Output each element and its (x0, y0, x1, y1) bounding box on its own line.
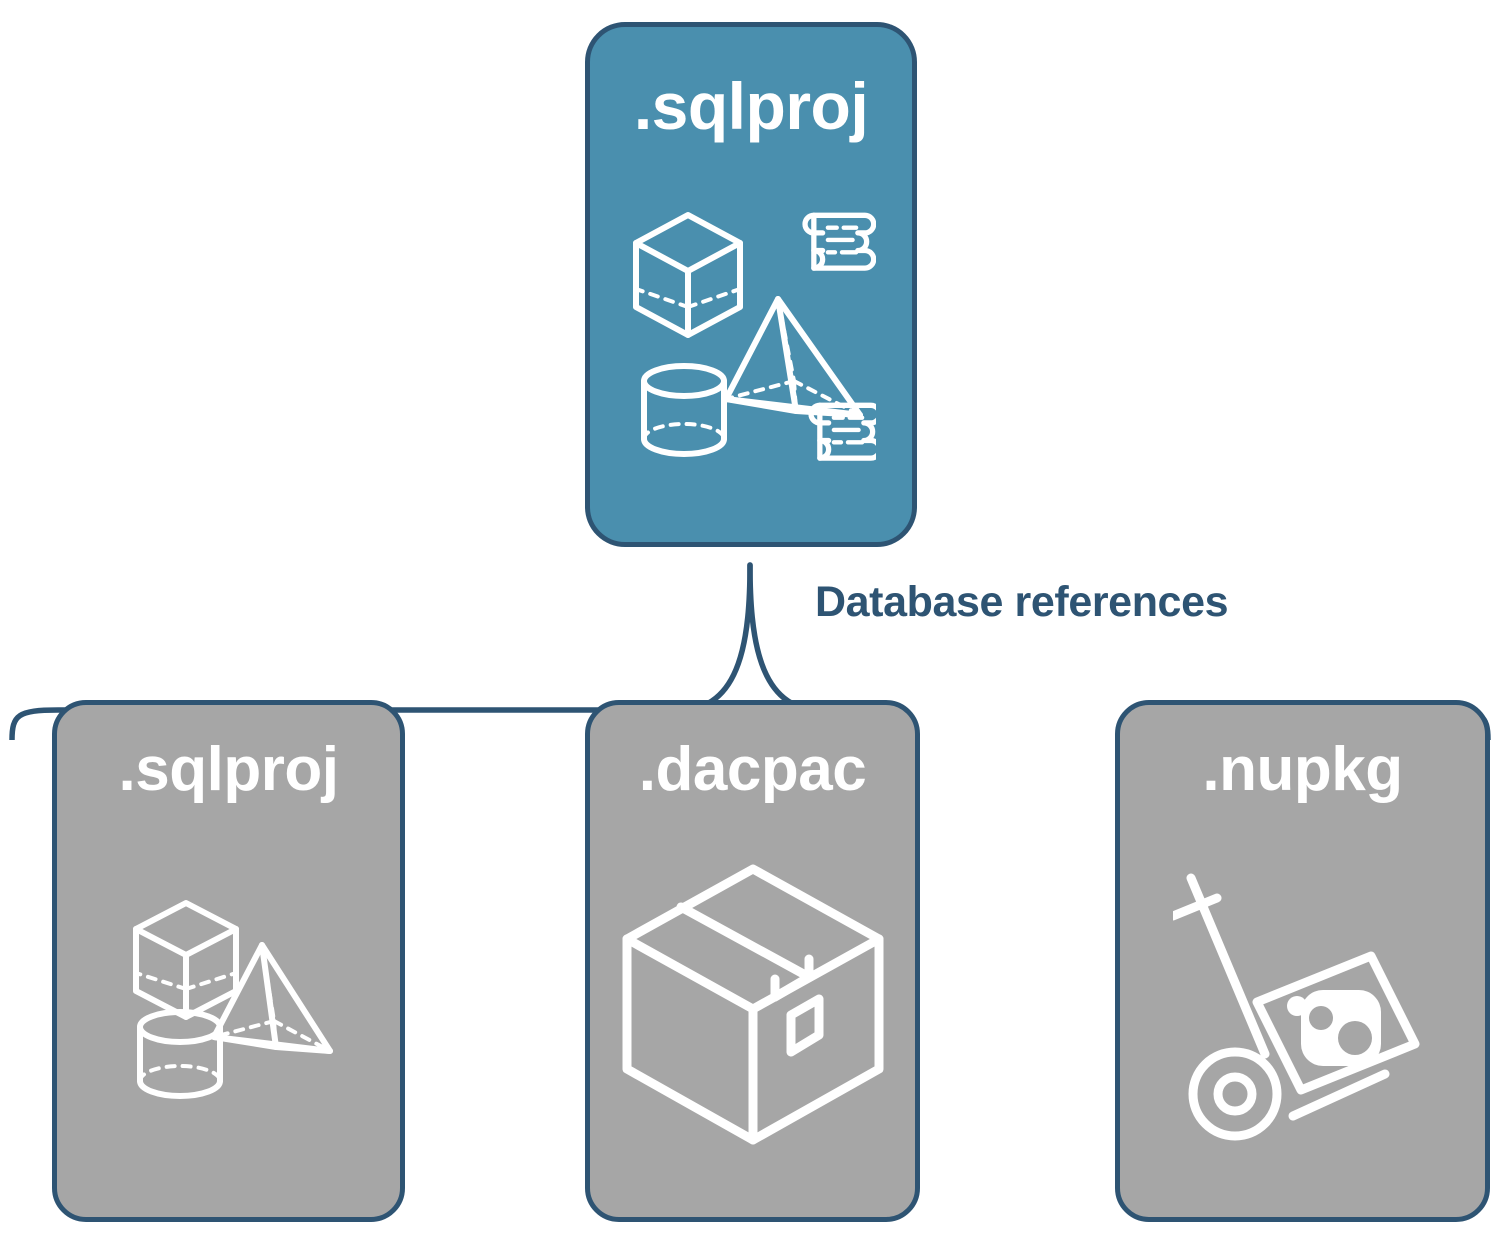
source-project-label: .sqlproj (633, 69, 869, 143)
reference-icon-dacpac-group (590, 791, 915, 1217)
reference-icon-nupkg-group (1120, 795, 1485, 1217)
script-scroll-icon (808, 402, 876, 461)
nuget-hand-truck-icon (1172, 873, 1419, 1141)
nuget-logo-cutouts (1308, 1006, 1372, 1055)
source-project-card[interactable]: .sqlproj (585, 22, 917, 547)
reference-card-sqlproj[interactable]: .sqlproj (52, 700, 405, 1222)
reference-label-sqlproj: .sqlproj (118, 735, 339, 804)
cube-icon (633, 211, 743, 338)
database-references-label: Database references (815, 578, 1229, 626)
cylinder-icon (136, 1008, 223, 1099)
database-objects-with-scripts-icon (633, 211, 876, 461)
nuget-package-box (1252, 951, 1419, 1095)
cylinder-icon (641, 362, 727, 457)
dolly-hub (1213, 1072, 1256, 1116)
dolly-grip (1172, 893, 1221, 921)
pyramid-icon (723, 295, 863, 418)
source-icon-group (590, 121, 912, 542)
reference-label-nupkg: .nupkg (1202, 735, 1403, 804)
script-scroll-icon (802, 212, 876, 271)
reference-card-nupkg[interactable]: .nupkg (1115, 700, 1490, 1222)
package-box-icon (622, 864, 883, 1144)
dolly-wheel (1188, 1047, 1281, 1141)
cube-icon (132, 899, 239, 1020)
reference-label-dacpac: .dacpac (638, 735, 867, 804)
reference-card-dacpac[interactable]: .dacpac (585, 700, 920, 1222)
pyramid-icon (210, 941, 333, 1054)
reference-icon-sqlproj-group (57, 771, 400, 1217)
dolly-base (1288, 1069, 1389, 1121)
database-objects-icon (132, 899, 333, 1099)
